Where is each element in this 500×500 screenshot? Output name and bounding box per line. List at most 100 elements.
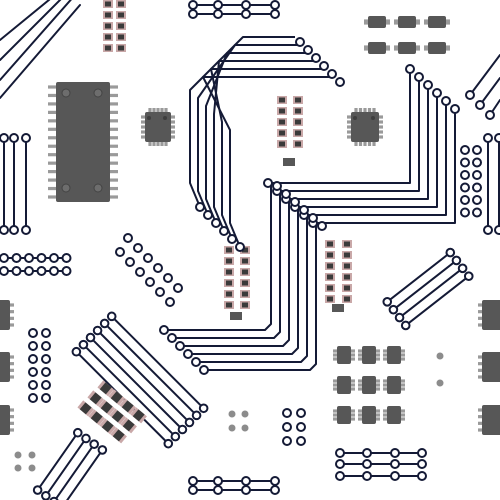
corner-diagonal-trace (0, 0, 62, 61)
qfn-chip-right-pin (354, 142, 358, 146)
large-ic-mark (61, 88, 71, 98)
sot-chip-pin (376, 349, 380, 353)
resistor-array-body (344, 252, 350, 258)
stair-bus-trace (213, 60, 319, 232)
edge-chip-right-pin (478, 375, 482, 379)
diag-bus-bottom-line (36, 431, 79, 492)
edge-chip-right-pin (478, 323, 482, 327)
stair-bus-trace (202, 76, 335, 248)
edge-chip-left-pin (10, 316, 14, 320)
sot-chip-pin (358, 383, 362, 387)
diag-resistor-body (99, 382, 112, 395)
diag-resistor (98, 399, 115, 416)
diag-bus-right-pad (382, 297, 393, 307)
via-pad (145, 277, 155, 287)
bottom-right-bus-pad (335, 471, 345, 481)
diag-bus-bottom-pad (49, 496, 59, 500)
right-bus-trace (286, 86, 429, 200)
diag-bus-left-pad (191, 410, 202, 421)
bottom-right-bus-pad (362, 448, 372, 458)
diag-bus-left-line (96, 329, 191, 424)
qfn-chip-left-pin (152, 142, 156, 146)
large-ic-pin (48, 170, 56, 174)
edge-chip-right-body (482, 352, 500, 382)
sot-chip-pin (446, 45, 450, 49)
mid-bus-pad (308, 213, 318, 223)
sot-chip-pin (401, 413, 405, 417)
qfn-chip-right-pin (347, 115, 351, 119)
sot-chip-pin (358, 413, 362, 417)
diag-resistor (108, 389, 125, 406)
bottom-right-bus-pad (417, 471, 427, 481)
right-bus-pad (405, 64, 415, 74)
resistor-array-body (344, 274, 350, 280)
large-ic-pin (110, 195, 118, 199)
large-ic-pin (48, 153, 56, 157)
sot-chip-pin (351, 417, 355, 421)
sot-chip-pin (401, 379, 405, 383)
sot-chip-pin (351, 409, 355, 413)
qfn-chip-right-pin (379, 135, 383, 139)
sot-chip-body (362, 406, 376, 424)
via-pad (28, 380, 38, 390)
edge-chip-left-pin (10, 408, 14, 412)
edge-chip-right-pin (478, 408, 482, 412)
large-ic-pin (110, 144, 118, 148)
sot-chip-pin (376, 417, 380, 421)
sot-chip-body (368, 16, 386, 28)
sot-chip-body (387, 406, 401, 424)
diag-bus-right-pad (457, 263, 468, 274)
via-pad (133, 243, 143, 253)
large-ic-pin (48, 102, 56, 106)
connector-pad (36, 253, 47, 263)
sot-chip-pin (446, 47, 450, 51)
large-ic-pin (48, 119, 56, 123)
qfn-chip-left-pin (141, 135, 145, 139)
test-point (436, 352, 444, 360)
corner-diagonal-pad (465, 90, 475, 100)
large-ic-pin (48, 85, 56, 89)
edge-chip-right-pin (478, 428, 482, 432)
bottom-bus-pad (213, 485, 223, 495)
stair-bus-trace (210, 68, 327, 240)
stair-bus-trace (189, 36, 295, 208)
left-vertical-pad (9, 225, 19, 235)
qfn-chip-right-pin (347, 120, 351, 124)
diag-resistor (130, 407, 147, 424)
bottom-right-bus-pad (335, 448, 345, 458)
left-vertical-pad (21, 133, 31, 143)
qfn-mark (371, 116, 375, 120)
large-ic-pin (48, 93, 56, 98)
bottom-right-bus-pad (335, 459, 345, 469)
connector-pad (49, 266, 59, 276)
right-bus-pad (263, 178, 273, 188)
top-bus-pad (188, 0, 198, 10)
sot-chip-body (337, 376, 351, 394)
mid-bus-pad (281, 189, 291, 199)
diag-resistor-body (89, 392, 102, 405)
sot-chip-pin (386, 45, 390, 49)
resistor-array-body (226, 247, 232, 253)
large-ic-pin (48, 127, 56, 131)
bottom-bus-pad (241, 476, 251, 486)
via-pad (28, 367, 38, 377)
via-pad (282, 408, 292, 418)
qfn-chip-left-pin (156, 108, 160, 112)
connector-pad (0, 253, 9, 263)
resistor-array-body (295, 108, 301, 114)
large-ic-pin (110, 85, 118, 89)
large-ic-pin (48, 186, 56, 191)
qfn-chip-left-pin (148, 142, 152, 146)
top-bus-pad (213, 9, 223, 19)
left-vertical-pad (0, 133, 9, 143)
connector-pad (36, 266, 47, 276)
right-bus-trace (304, 102, 447, 216)
corner-diagonal-trace (0, 0, 72, 81)
right-bus-pad (414, 72, 424, 82)
sot-chip-pin (358, 349, 362, 353)
via-pad (41, 367, 51, 377)
sot-chip-pin (401, 383, 405, 387)
bottom-right-bus-pad (390, 459, 400, 469)
qfn-chip-right-pin (347, 135, 351, 139)
sot-chip-pin (424, 21, 428, 25)
